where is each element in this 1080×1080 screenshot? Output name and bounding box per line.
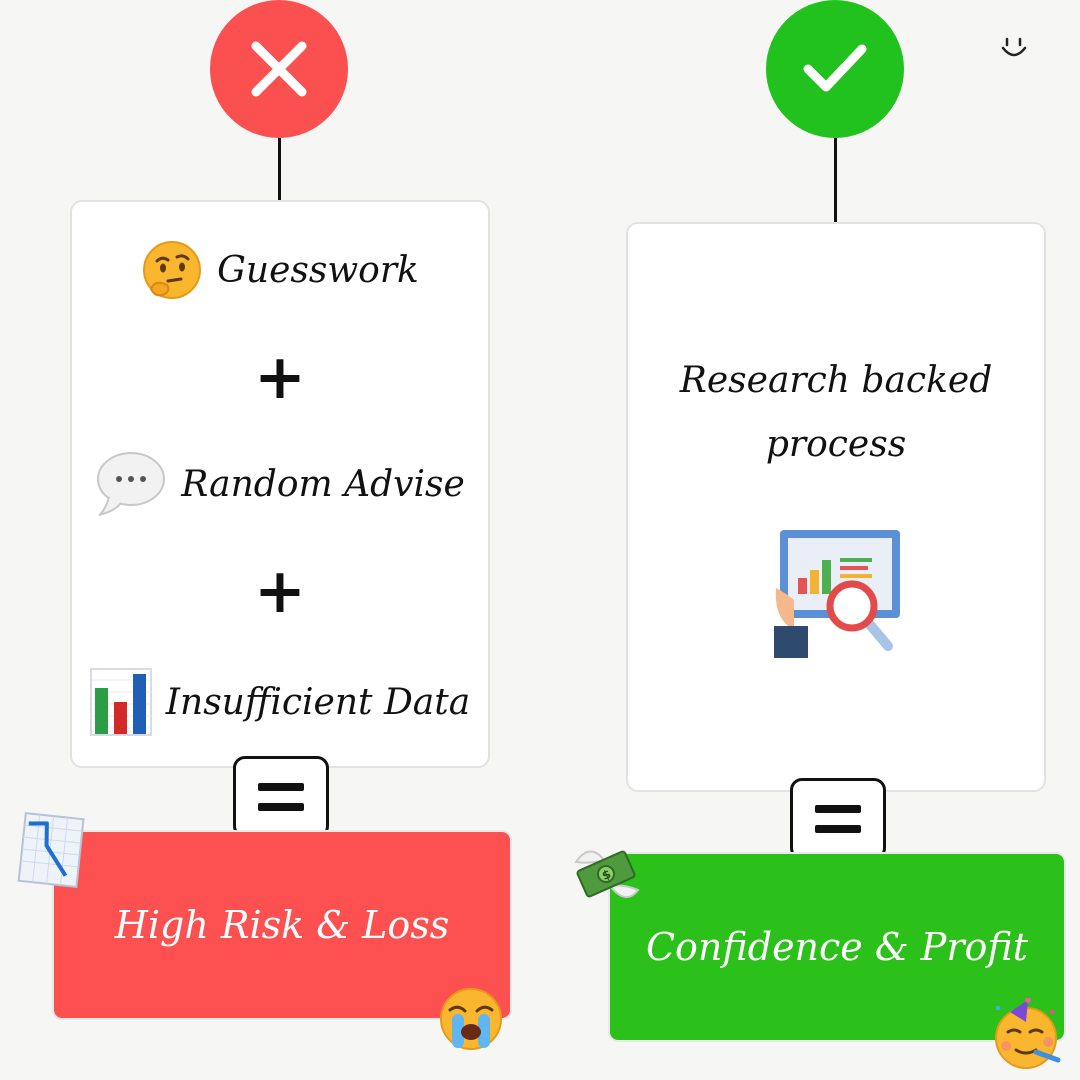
data-analysis-icon: [774, 530, 900, 658]
item-guesswork: Guesswork: [72, 238, 488, 302]
result-confidence-profit: Confidence & Profit: [608, 852, 1066, 1042]
x-circle: [210, 0, 348, 138]
plus-operator: +: [254, 554, 306, 627]
check-icon: [803, 44, 867, 92]
bar-chart-icon: [89, 668, 152, 736]
equals-box: [233, 756, 329, 838]
item-insufficient-data: Insufficient Data: [72, 666, 488, 738]
speech-bubble-icon: [97, 452, 166, 516]
x-icon: [251, 41, 307, 97]
result-high-risk-loss: High Risk & Loss: [52, 830, 512, 1020]
connector-line: [834, 138, 837, 230]
process-card: Research backed process: [626, 222, 1046, 792]
process-line2: process: [765, 424, 907, 465]
smiley-icon: [1001, 37, 1027, 57]
process-line1: Research backed: [679, 360, 993, 401]
item-label: Insufficient Data: [165, 681, 471, 723]
item-label: Guesswork: [217, 249, 419, 291]
connector-line: [278, 138, 281, 200]
plus-operator: +: [254, 340, 306, 413]
chart-decreasing-icon: [17, 812, 85, 888]
money-with-wings-icon: $: [574, 850, 640, 898]
result-label: Confidence & Profit: [645, 925, 1029, 969]
thinking-face-icon: [143, 241, 202, 299]
result-label: High Risk & Loss: [114, 903, 450, 947]
crying-face-icon: [440, 988, 502, 1050]
partying-face-icon: [995, 998, 1061, 1069]
item-random-advise: Random Advise: [72, 448, 488, 520]
item-label: Random Advise: [181, 463, 465, 505]
check-circle: [766, 0, 904, 138]
equals-box: [790, 778, 886, 860]
causes-card: Guesswork + Random Advise + Insufficient…: [70, 200, 490, 768]
